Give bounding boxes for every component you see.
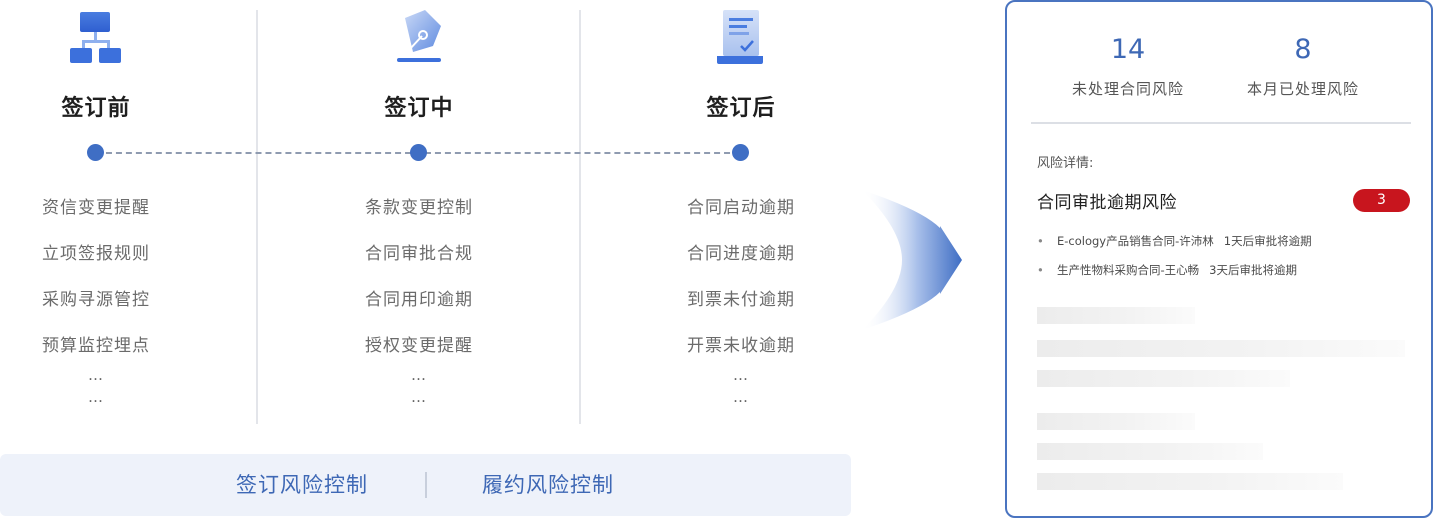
list-item: 合同进度逾期 xyxy=(687,244,795,264)
skeleton-placeholder xyxy=(1037,473,1343,490)
list-item: 合同启动逾期 xyxy=(687,198,795,218)
risk-summary-panel: 14 未处理合同风险 8 本月已处理风险 风险详情: 合同审批逾期风险 3 • E… xyxy=(1005,0,1433,518)
document-check-icon xyxy=(717,10,763,64)
stat-label: 本月已处理风险 xyxy=(1246,80,1359,98)
risk-control-bar: 签订风险控制 履约风险控制 xyxy=(0,454,851,516)
timeline-dot xyxy=(410,144,427,161)
stage-item-list: 合同启动逾期 合同进度逾期 到票未付逾期 开票未收逾期 xyxy=(580,196,902,380)
performance-risk-control-label: 履约风险控制 xyxy=(482,473,614,497)
list-item: 到票未付逾期 xyxy=(687,290,795,310)
stage-title: 签订前 xyxy=(61,96,131,121)
detail-heading: 风险详情: xyxy=(1037,156,1094,171)
timeline-dot xyxy=(87,144,104,161)
stat-value: 14 xyxy=(1110,34,1146,65)
skeleton-placeholder xyxy=(1037,370,1290,387)
list-item: 采购寻源管控 xyxy=(42,290,150,310)
arrow-right-icon xyxy=(862,190,962,330)
risk-due-text: 1天后审批将逾期 xyxy=(1223,234,1312,248)
risk-stages: 签订前 资信变更提醒 立项签报规则 采购寻源管控 预算监控埋点 … … 签订 xyxy=(0,0,851,516)
risk-category-title[interactable]: 合同审批逾期风险 xyxy=(1037,193,1177,213)
stage-title: 签订中 xyxy=(384,96,454,121)
org-chart-icon xyxy=(70,12,121,63)
list-item: 合同审批合规 xyxy=(365,244,473,264)
skeleton-placeholder xyxy=(1037,340,1405,357)
column-divider xyxy=(579,10,581,424)
column-divider xyxy=(256,10,258,424)
more-ellipsis: … … xyxy=(411,366,427,406)
panel-divider xyxy=(1031,122,1411,124)
stat-value: 8 xyxy=(1294,34,1312,65)
risk-due-text: 3天后审批将逾期 xyxy=(1209,263,1297,277)
list-item[interactable]: • 生产性物料采购合同-王心畅 3天后审批将逾期 xyxy=(1037,261,1312,290)
contract-name: E-cology产品销售合同-许沛林 xyxy=(1057,234,1214,248)
list-item: 立项签报规则 xyxy=(42,244,150,264)
more-ellipsis: … … xyxy=(88,366,104,406)
list-item: 开票未收逾期 xyxy=(687,336,795,356)
risk-count-badge: 3 xyxy=(1353,189,1410,212)
stat-label: 未处理合同风险 xyxy=(1071,80,1184,98)
list-item: 合同用印逾期 xyxy=(365,290,473,310)
stage-title: 签订后 xyxy=(706,96,776,121)
skeleton-placeholder xyxy=(1037,413,1195,430)
stage-item-list: 资信变更提醒 立项签报规则 采购寻源管控 预算监控埋点 xyxy=(0,196,192,380)
skeleton-placeholder xyxy=(1037,307,1195,324)
risk-item-list: • E-cology产品销售合同-许沛林 1天后审批将逾期 • 生产性物料采购合同-王… xyxy=(1037,232,1312,290)
stage-item-list: 条款变更控制 合同审批合规 合同用印逾期 授权变更提醒 xyxy=(258,196,580,380)
list-item: 条款变更控制 xyxy=(365,198,473,218)
list-item: 授权变更提醒 xyxy=(365,336,473,356)
bar-separator xyxy=(425,472,427,498)
stage-column-during-signing: 签订中 条款变更控制 合同审批合规 合同用印逾期 授权变更提醒 … … xyxy=(258,0,580,430)
stage-column-before-signing: 签订前 资信变更提醒 立项签报规则 采购寻源管控 预算监控埋点 … … xyxy=(0,0,192,430)
list-item[interactable]: • E-cology产品销售合同-许沛林 1天后审批将逾期 xyxy=(1037,232,1312,261)
stat-unprocessed-risks[interactable]: 14 未处理合同风险 xyxy=(1033,32,1223,99)
bullet: • xyxy=(1037,234,1044,248)
stat-processed-this-month[interactable]: 8 本月已处理风险 xyxy=(1208,32,1398,99)
stage-column-after-signing: 签订后 合同启动逾期 合同进度逾期 到票未付逾期 开票未收逾期 … … xyxy=(580,0,902,430)
skeleton-placeholder xyxy=(1037,443,1263,460)
list-item: 资信变更提醒 xyxy=(42,198,150,218)
timeline-dot xyxy=(732,144,749,161)
more-ellipsis: … … xyxy=(733,366,749,406)
signing-risk-control-label: 签订风险控制 xyxy=(236,473,368,497)
bullet: • xyxy=(1037,263,1044,277)
pen-nib-icon xyxy=(397,10,441,62)
contract-name: 生产性物料采购合同-王心畅 xyxy=(1057,263,1200,277)
list-item: 预算监控埋点 xyxy=(42,336,150,356)
